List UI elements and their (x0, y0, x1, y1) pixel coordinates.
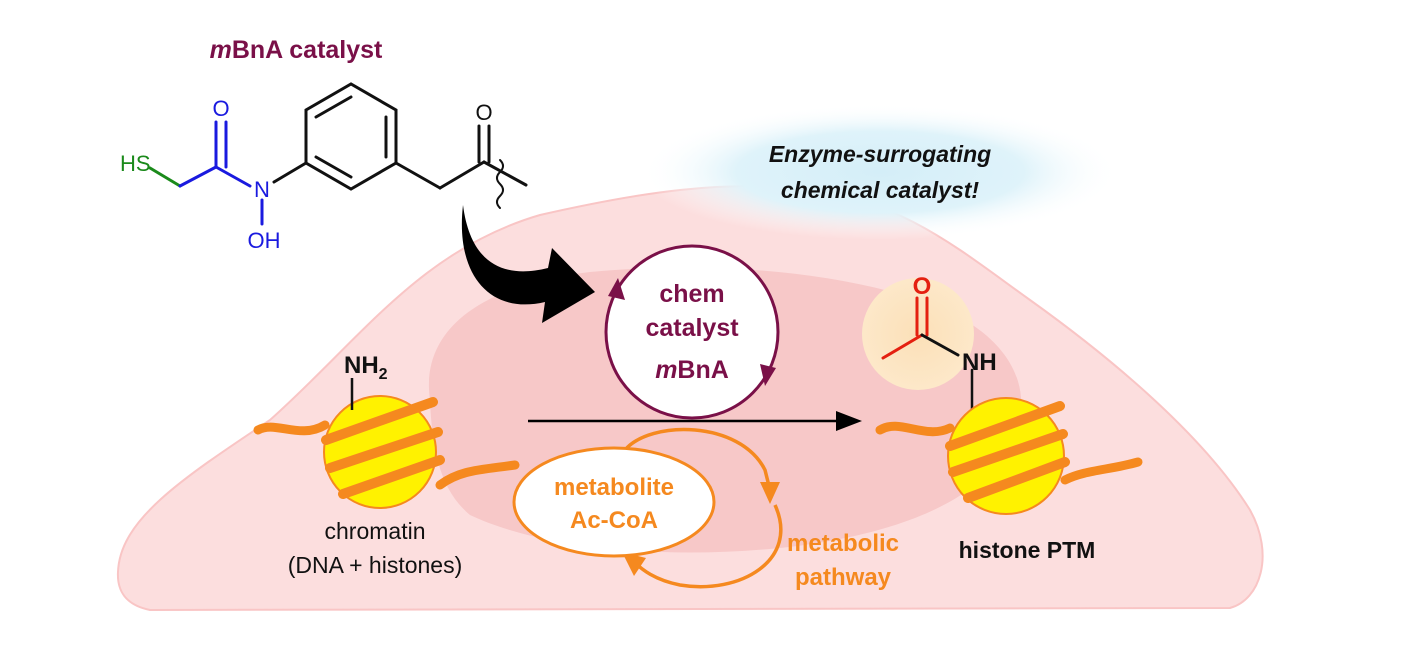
pathway-arrowhead-upper (760, 482, 780, 504)
bubble-line2: chemical catalyst! (781, 177, 980, 203)
delivery-arrow (461, 205, 595, 323)
pathway-arc-lower (630, 504, 783, 589)
chromatin-label-line2: (DNA + histones) (288, 552, 463, 578)
atom-oh: OH (248, 228, 281, 253)
chromatin-right (875, 397, 1143, 515)
pathway-arc-upper (623, 427, 772, 491)
chromatin-label-line1: chromatin (325, 518, 426, 544)
cycle-arrowhead-left (608, 278, 625, 300)
enzyme-bubble (640, 104, 1120, 240)
atom-o-ketone: O (475, 100, 492, 125)
atom-hs: HS (120, 151, 151, 176)
mbna-structure (148, 82, 528, 226)
cycle-arrowhead-right (760, 364, 776, 386)
cycle-line1: chem (659, 280, 724, 308)
pathway-line1: metabolic (787, 530, 899, 557)
acetyl-nh: NH (962, 349, 997, 376)
histone-ptm-label: histone PTM (959, 537, 1096, 563)
metabolite-line1: metabolite (554, 474, 674, 501)
bubble-line1: Enzyme-surrogating (769, 141, 991, 167)
metabolite-node (512, 446, 716, 558)
reaction-arrowhead (836, 411, 862, 431)
atom-o-amide: O (212, 96, 229, 121)
cycle-line2: catalyst (645, 314, 739, 342)
catalyst-cycle (604, 244, 780, 420)
catalyst-title: mBnA catalyst (210, 36, 383, 64)
acetyl-group (881, 296, 974, 417)
pathway-arrowhead-lower (622, 552, 646, 576)
acetyl-o: O (913, 273, 932, 300)
metabolite-line2: Ac-CoA (570, 507, 658, 534)
chromatin-left (253, 378, 520, 509)
amine-label: NH2 (344, 352, 388, 383)
atom-n: N (254, 177, 270, 202)
cycle-line3: mBnA (655, 356, 729, 384)
pathway-line2: pathway (795, 564, 892, 591)
